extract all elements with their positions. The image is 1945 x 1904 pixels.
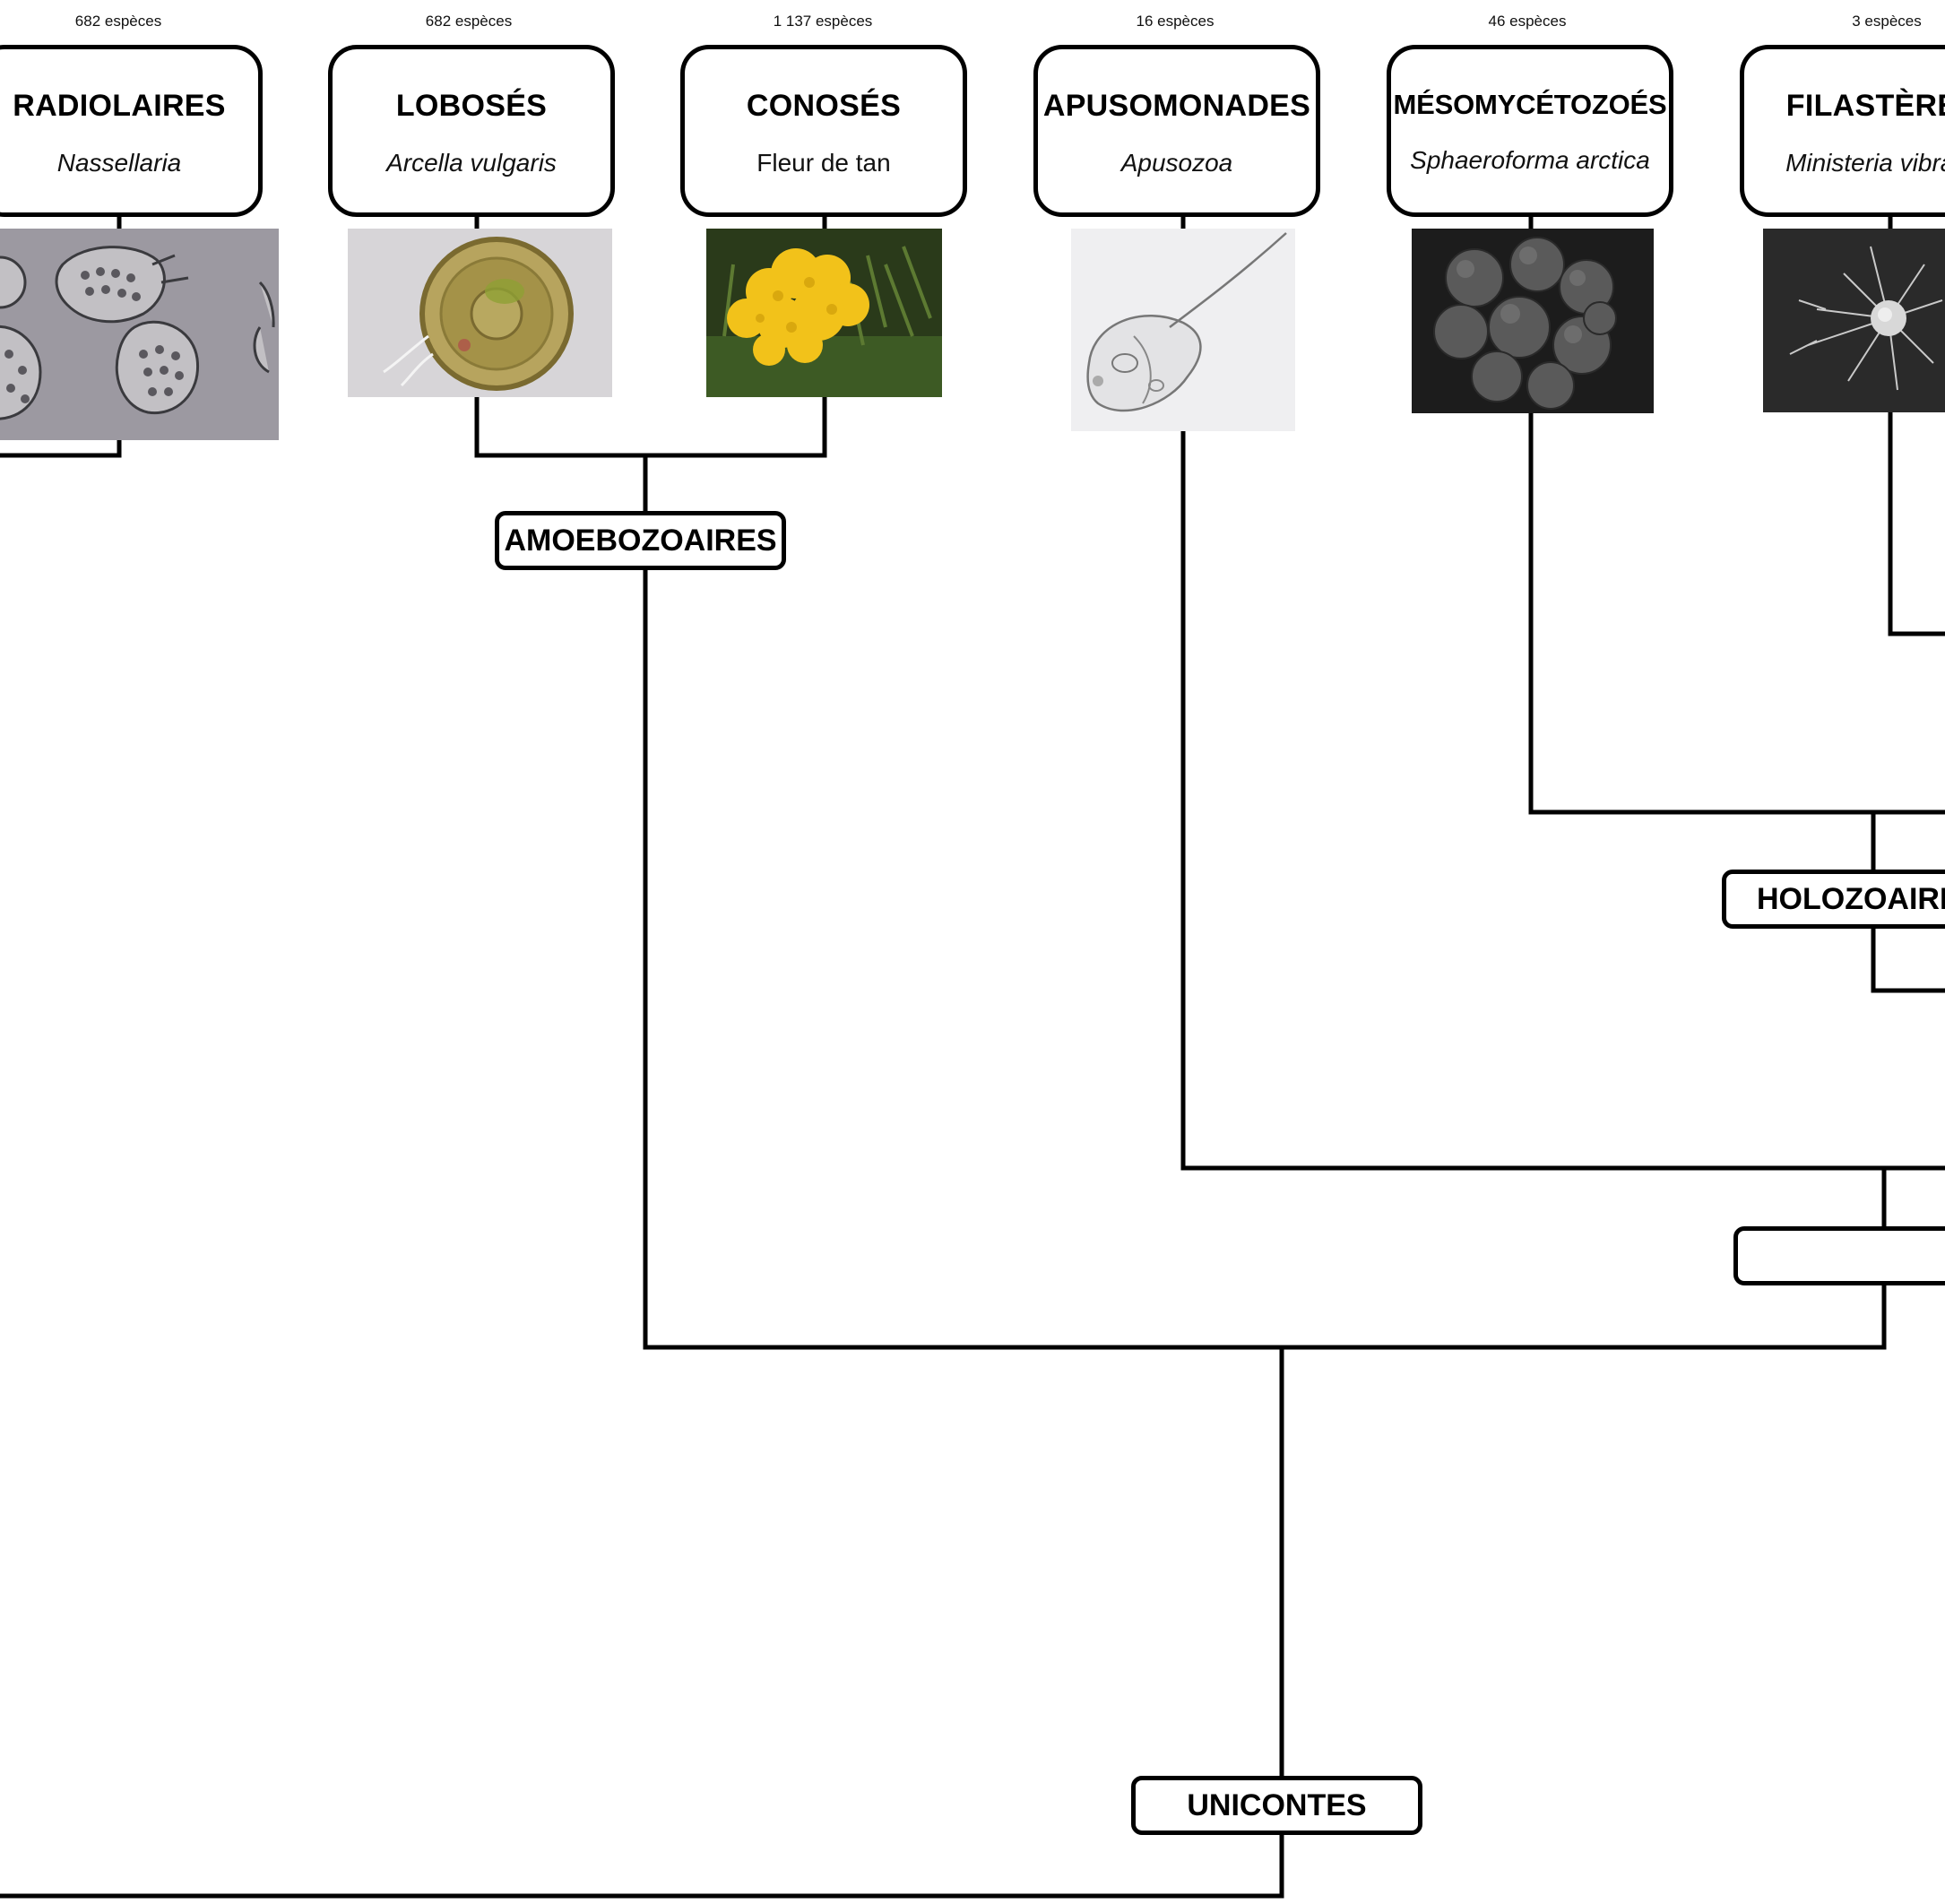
species-count-filasterea: 3 espèces — [1852, 13, 1922, 30]
arcella-photo — [348, 229, 612, 397]
taxon-example: Fleur de tan — [756, 149, 891, 177]
clade-label-unicontes: UNICONTES — [1131, 1776, 1422, 1835]
species-count-apusomonades: 16 espèces — [1136, 13, 1215, 30]
slime-mold-photo — [706, 229, 942, 397]
taxon-box-conoses: CONOSÉS Fleur de tan — [680, 45, 967, 217]
taxon-name: RADIOLAIRES — [13, 89, 226, 123]
clade-label-amoebozoaires: AMOEBOZOAIRES — [495, 511, 786, 570]
branch-unicontes — [0, 1345, 1284, 1899]
branch-apusomonades — [1180, 214, 1945, 1171]
taxon-box-mesomycetozoes: MÉSOMYCÉTOZOÉS Sphaeroforma arctica — [1387, 45, 1673, 217]
taxon-name: LOBOSÉS — [395, 89, 548, 123]
taxon-box-filasterea: FILASTÈREA Ministeria vibrans — [1740, 45, 1945, 217]
taxon-example: Nassellaria — [56, 149, 182, 177]
taxon-box-loboses: LOBOSÉS Arcella vulgaris — [328, 45, 615, 217]
species-count-loboses: 682 espèces — [425, 13, 513, 30]
taxon-name: MÉSOMYCÉTOZOÉS — [1393, 89, 1667, 120]
taxon-example: Arcella vulgaris — [386, 149, 557, 177]
apusomonad-drawing — [1071, 229, 1295, 431]
taxon-name: FILASTÈREA — [1785, 89, 1945, 123]
taxon-box-apusomonades: APUSOMONADES Apusozoa — [1033, 45, 1320, 217]
taxon-example: Ministeria vibrans — [1785, 149, 1945, 177]
species-count-conoses: 1 137 espèces — [773, 13, 873, 30]
sphaeroforma-micrograph — [1412, 229, 1654, 413]
clade-label-holozoaires: HOLOZOAIRES — [1722, 870, 1945, 929]
ministeria-micrograph — [1763, 229, 1945, 412]
species-count-radiolaires: 682 espèces — [74, 13, 162, 30]
species-count-mesomycetozoes: 46 espèces — [1488, 13, 1567, 30]
branch-mesomycetozoes — [1528, 214, 1945, 815]
taxon-box-radiolaires: RADIOLAIRES Nassellaria — [0, 45, 263, 217]
radiolarian-photo — [0, 229, 279, 440]
taxon-name: CONOSÉS — [746, 89, 902, 123]
taxon-name: APUSOMONADES — [1042, 89, 1311, 123]
taxon-example: Sphaeroforma arctica — [1410, 146, 1650, 174]
clade-label-opisthokontes — [1733, 1226, 1945, 1285]
taxon-example: Apusozoa — [1120, 149, 1233, 177]
